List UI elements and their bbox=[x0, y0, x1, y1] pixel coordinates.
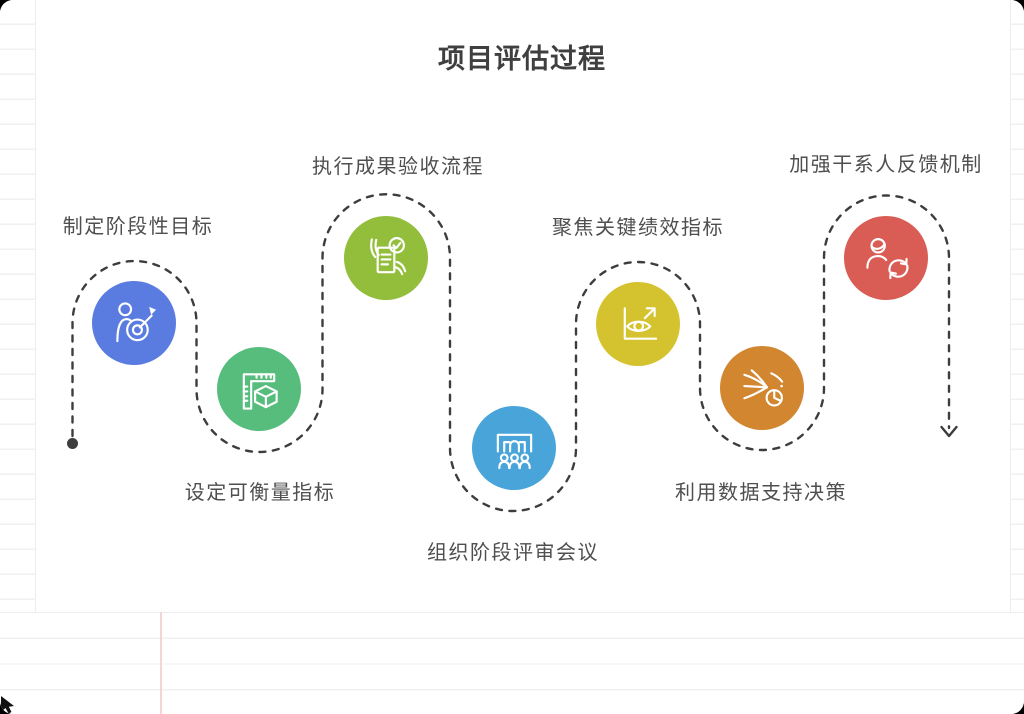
card-left-edge bbox=[35, 0, 36, 612]
step-4-circle bbox=[472, 406, 556, 490]
person-target-icon bbox=[115, 301, 156, 342]
chart-eye-icon bbox=[623, 306, 657, 340]
meeting-table-icon bbox=[496, 433, 532, 469]
step-7-circle bbox=[844, 216, 928, 300]
mouse-cursor-icon bbox=[1, 696, 14, 714]
step-4-label: 组织阶段评审会议 bbox=[427, 542, 599, 564]
step-2-label: 设定可衡量指标 bbox=[184, 482, 336, 504]
step-5-circle bbox=[596, 282, 680, 366]
flow-path bbox=[71, 193, 951, 513]
step-3-circle bbox=[344, 216, 428, 300]
step-1-label: 制定阶段性目标 bbox=[62, 216, 214, 238]
flow-end-arrow-icon bbox=[940, 425, 958, 438]
step-5-label: 聚焦关键绩效指标 bbox=[552, 217, 724, 239]
step-1-circle bbox=[92, 281, 176, 365]
flow-start-dot-icon bbox=[67, 438, 78, 449]
step-7-label: 加强干系人反馈机制 bbox=[789, 154, 983, 176]
step-6-circle bbox=[720, 346, 804, 430]
step-2-circle bbox=[217, 347, 301, 431]
person-sync-icon bbox=[865, 237, 909, 279]
card-right-edge bbox=[1010, 0, 1011, 612]
step-3-label: 执行成果验收流程 bbox=[312, 156, 484, 178]
document-check-icon bbox=[369, 236, 406, 275]
background-grid-bottom bbox=[0, 612, 1024, 714]
step-6-label: 利用数据支持决策 bbox=[675, 482, 847, 504]
page-title: 项目评估过程 bbox=[438, 44, 606, 74]
ruler-cube-icon bbox=[242, 372, 278, 410]
pink-gridline bbox=[160, 612, 162, 714]
background-grid-right bbox=[1011, 0, 1024, 612]
data-flow-pie-icon bbox=[742, 368, 783, 407]
background-grid-left bbox=[0, 0, 35, 612]
